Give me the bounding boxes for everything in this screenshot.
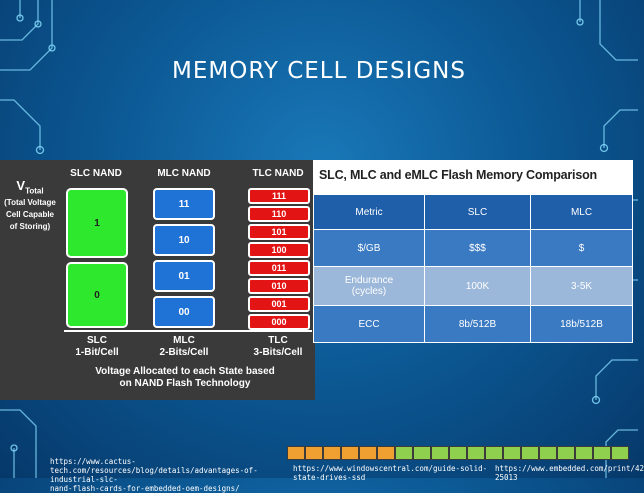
mlc-state-01: 01	[153, 260, 215, 292]
footer-name: TLC	[268, 335, 288, 346]
slide-progress-bar	[287, 446, 629, 460]
comparison-table: Metric SLC MLC $/GB $$$ $ Endurance (cyc…	[313, 194, 633, 343]
caption-line: on NAND Flash Technology	[119, 378, 251, 389]
comparison-title: SLC, MLC and eMLC Flash Memory Compariso…	[319, 168, 597, 182]
progress-segment	[305, 446, 323, 460]
source-link-1[interactable]: https://www.cactus- tech.com/resources/b…	[50, 457, 290, 493]
progress-segment	[449, 446, 467, 460]
tlc-state-111: 111	[248, 188, 310, 204]
table-cell: $$$	[424, 229, 531, 267]
source-line: 25013	[495, 473, 518, 482]
table-cell: ECC	[313, 305, 425, 343]
table-cell: 8b/512B	[424, 305, 531, 343]
progress-segment	[413, 446, 431, 460]
source-line: state-drives-ssd	[293, 473, 366, 482]
source-line: https://www.windowscentral.com/guide-sol…	[293, 464, 488, 473]
source-line: tech.com/resources/blog/details/advantag…	[50, 466, 258, 484]
footer-mlc: MLC 2-Bits/Cell	[139, 335, 229, 359]
vtotal-line: Cell Capable	[5, 209, 54, 219]
progress-segment	[521, 446, 539, 460]
footer-name: SLC	[87, 335, 107, 346]
vtotal-subscript: Total	[25, 186, 44, 196]
progress-segment	[611, 446, 629, 460]
table-cell: Endurance (cycles)	[313, 266, 425, 306]
progress-segment	[431, 446, 449, 460]
table-header-row: Metric SLC MLC	[313, 194, 633, 230]
diagram-baseline	[64, 330, 312, 332]
source-line: nand-flash-cards-for-embedded-oem-design…	[50, 484, 240, 493]
table-cell: $/GB	[313, 229, 425, 267]
tlc-state-100: 100	[248, 242, 310, 258]
tlc-state-001: 001	[248, 296, 310, 312]
progress-segment	[593, 446, 611, 460]
footer-bits: 1-Bit/Cell	[75, 347, 119, 358]
header-mlc: MLC NAND	[157, 168, 211, 179]
table-row: $/GB $$$ $	[313, 229, 633, 267]
progress-segment	[539, 446, 557, 460]
nand-voltage-diagram: SLC NAND MLC NAND TLC NAND VTotal (Total…	[0, 160, 315, 400]
progress-segment	[287, 446, 305, 460]
table-cell: 18b/512B	[530, 305, 633, 343]
footer-bits: 2-Bits/Cell	[159, 347, 209, 358]
tlc-state-011: 011	[248, 260, 310, 276]
footer-slc: SLC 1-Bit/Cell	[52, 335, 142, 359]
table-cell: 3-5K	[530, 266, 633, 306]
tlc-state-010: 010	[248, 278, 310, 294]
column-header: Metric	[313, 194, 425, 230]
tlc-state-101: 101	[248, 224, 310, 240]
footer-name: MLC	[173, 335, 195, 346]
footer-bits: 3-Bits/Cell	[253, 347, 303, 358]
vtotal-line: (Total Voltage	[4, 197, 56, 207]
table-row: ECC 8b/512B 18b/512B	[313, 305, 633, 343]
progress-segment	[557, 446, 575, 460]
progress-segment	[341, 446, 359, 460]
footer-tlc: TLC 3-Bits/Cell	[233, 335, 323, 359]
column-header: MLC	[530, 194, 633, 230]
progress-segment	[503, 446, 521, 460]
progress-segment	[575, 446, 593, 460]
table-row: Endurance (cycles) 100K 3-5K	[313, 266, 633, 306]
mlc-state-11: 11	[153, 188, 215, 220]
progress-segment	[377, 446, 395, 460]
caption-line: Voltage Allocated to each State based	[95, 366, 275, 377]
tlc-state-000: 000	[248, 314, 310, 330]
column-header: SLC	[424, 194, 531, 230]
mlc-state-00: 00	[153, 296, 215, 328]
progress-segment	[485, 446, 503, 460]
slc-state-1: 1	[66, 188, 128, 258]
mlc-state-10: 10	[153, 224, 215, 256]
source-line: https://www.cactus-	[50, 457, 136, 466]
progress-segment	[395, 446, 413, 460]
header-slc: SLC NAND	[70, 168, 122, 179]
vtotal-line: of Storing)	[9, 221, 51, 231]
slide-title: MEMORY CELL DESIGNS	[172, 58, 466, 84]
header-tlc: TLC NAND	[252, 168, 304, 179]
metric-line: Endurance	[344, 275, 394, 286]
progress-segment	[359, 446, 377, 460]
slc-state-0: 0	[66, 262, 128, 328]
diagram-caption: Voltage Allocated to each State based on…	[60, 366, 310, 390]
vtotal-label: VTotal (Total Voltage Cell Capable of St…	[0, 178, 60, 232]
table-cell: $	[530, 229, 633, 267]
source-link-3[interactable]: https://www.embedded.com/print/42 25013	[495, 464, 644, 482]
vtotal-symbol: V	[16, 178, 26, 193]
progress-segment	[323, 446, 341, 460]
table-cell: 100K	[424, 266, 531, 306]
progress-segment	[467, 446, 485, 460]
source-line: https://www.embedded.com/print/42	[495, 464, 644, 473]
comparison-table-panel: SLC, MLC and eMLC Flash Memory Compariso…	[313, 160, 633, 343]
source-link-2[interactable]: https://www.windowscentral.com/guide-sol…	[293, 464, 493, 482]
tlc-state-110: 110	[248, 206, 310, 222]
metric-line: (cycles)	[351, 286, 387, 297]
